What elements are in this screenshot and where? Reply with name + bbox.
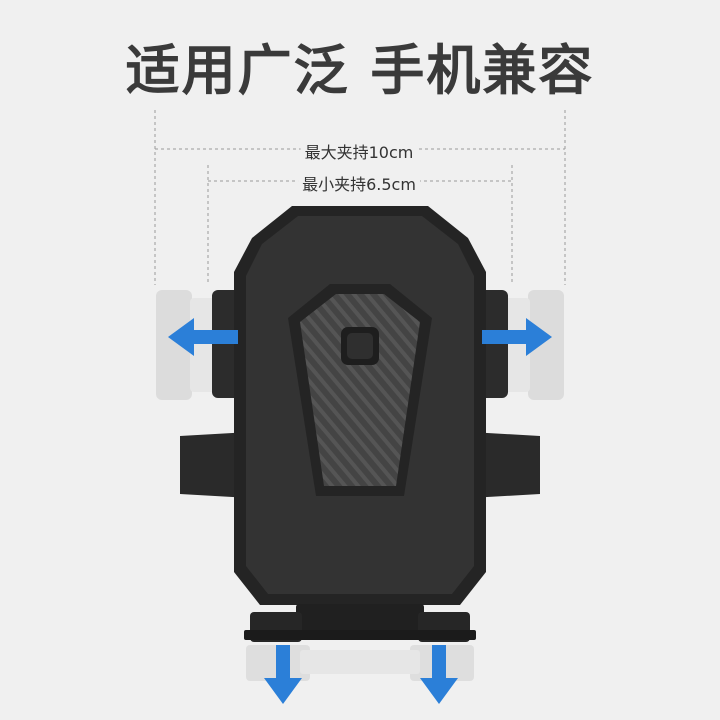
headline: 适用广泛 手机兼容 bbox=[125, 39, 595, 102]
blue-arrow-icon-down-left bbox=[264, 645, 302, 704]
bottom-support bbox=[244, 604, 476, 642]
blue-arrow-icon-down-right bbox=[420, 645, 458, 704]
blue-arrow-icon-left bbox=[168, 318, 238, 356]
release-button-icon bbox=[341, 327, 379, 365]
max-clamp-label: 最大夹持10cm bbox=[300, 139, 418, 163]
rear-clip bbox=[180, 432, 540, 498]
center-panel bbox=[288, 284, 432, 496]
blue-arrow-icon-right bbox=[482, 318, 552, 356]
ghost-arm-right bbox=[502, 290, 564, 400]
min-clamp-label: 最小夹持6.5cm bbox=[298, 171, 420, 195]
ghost-arm-left bbox=[156, 290, 218, 400]
